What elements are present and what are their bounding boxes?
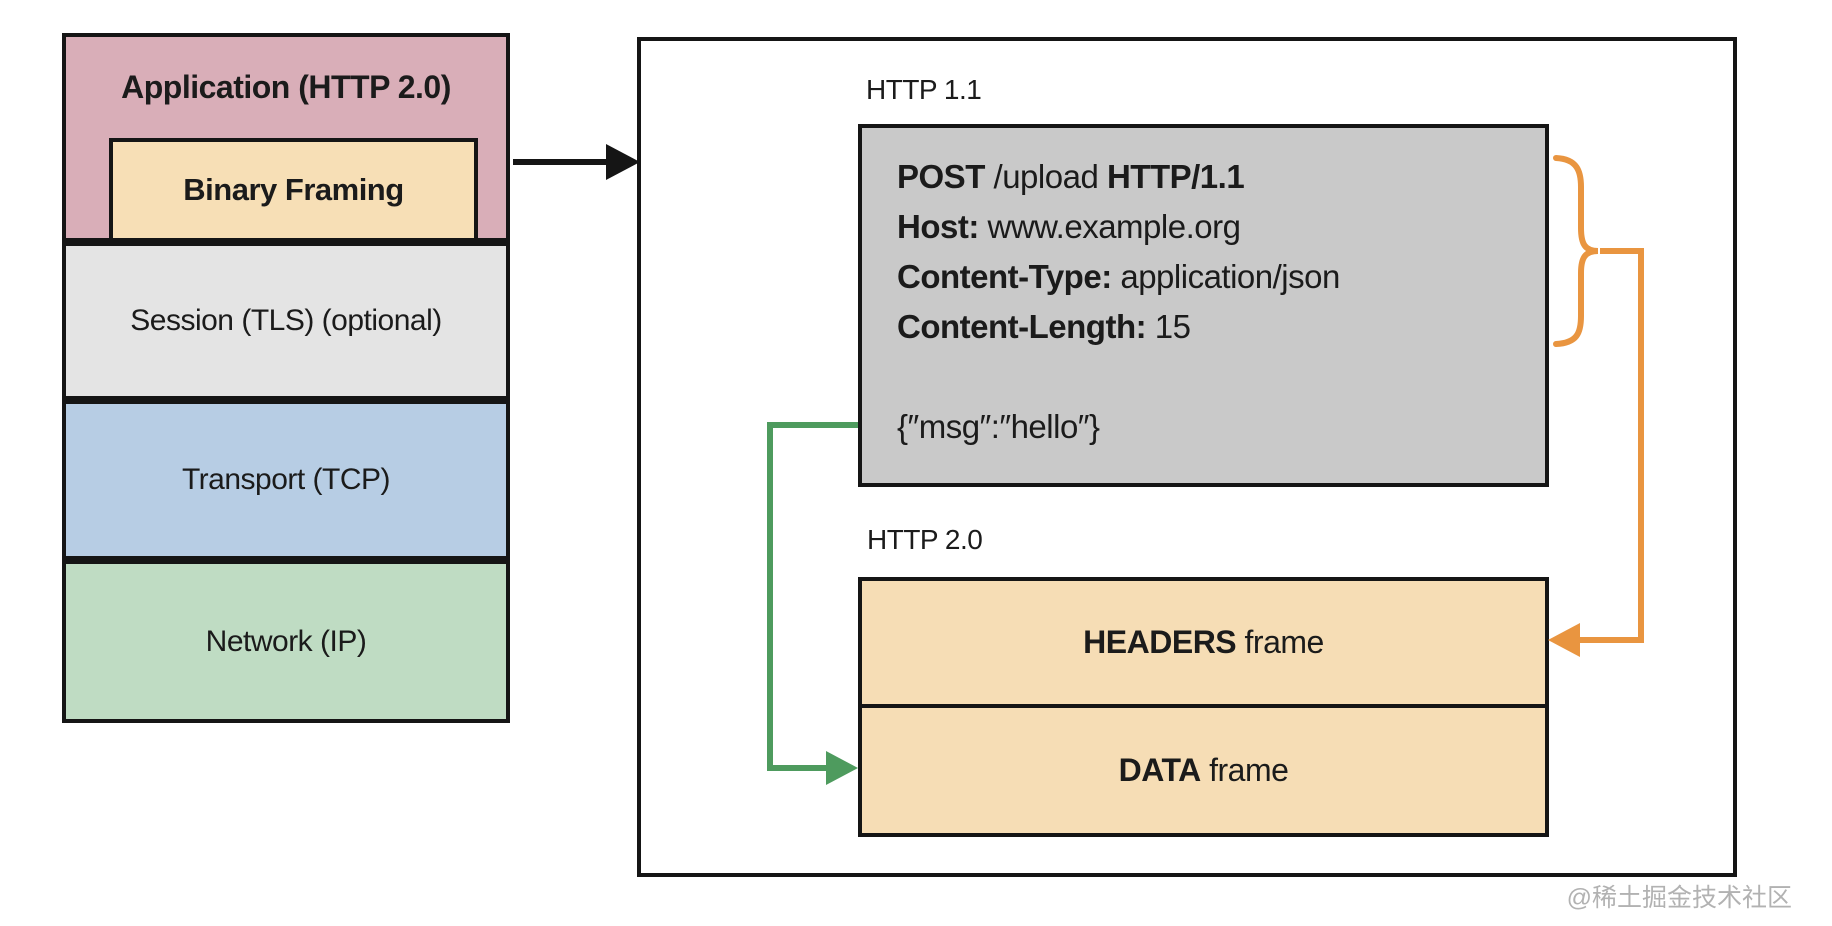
data-frame-bold: DATA <box>1118 752 1202 788</box>
flow-arrow-icon <box>513 144 640 180</box>
headers-frame-box: HEADERS frame <box>858 577 1549 708</box>
header-value: application/json <box>1111 258 1340 295</box>
header-name: Host: <box>897 208 979 245</box>
protocol-stack: Application (HTTP 2.0) Binary Framing Se… <box>62 33 510 723</box>
layer-session-label: Session (TLS) (optional) <box>130 304 442 337</box>
header-value: 15 <box>1146 308 1191 345</box>
data-frame-rest: frame <box>1200 752 1289 788</box>
request-headers: POST /upload HTTP/1.1 Host: www.example.… <box>897 152 1340 352</box>
request-line: POST /upload HTTP/1.1 <box>897 158 1245 195</box>
layer-network-label: Network (IP) <box>205 624 367 658</box>
http11-request-box: POST /upload HTTP/1.1 Host: www.example.… <box>858 124 1549 487</box>
headers-frame-bold: HEADERS <box>1083 624 1237 660</box>
layer-session: Session (TLS) (optional) <box>62 242 510 400</box>
layer-transport-label: Transport (TCP) <box>181 463 391 496</box>
request-method: POST <box>897 158 985 195</box>
layer-network: Network (IP) <box>62 560 510 723</box>
data-frame-box: DATA frame <box>858 704 1549 837</box>
header-name: Content-Length: <box>897 308 1147 345</box>
request-line: Content-Type: application/json <box>897 252 1340 302</box>
request-protocol: HTTP/1.1 <box>1106 158 1245 195</box>
header-value: www.example.org <box>978 208 1241 245</box>
request-line: Host: www.example.org <box>897 202 1340 252</box>
watermark: @稀土掘金技术社区 <box>1566 884 1792 912</box>
layer-binary-framing: Binary Framing <box>109 138 478 242</box>
http11-label: HTTP 1.1 <box>866 74 982 105</box>
layer-transport: Transport (TCP) <box>62 400 510 560</box>
detail-panel: HTTP 1.1 POST /upload HTTP/1.1 Host: www… <box>637 37 1737 877</box>
request-line: Content-Length: 15 <box>897 302 1340 352</box>
layer-binary-framing-label: Binary Framing <box>183 172 404 207</box>
layer-application-label: Application (HTTP 2.0) <box>121 69 451 105</box>
header-name: Content-Type: <box>897 258 1112 295</box>
headers-frame-rest: frame <box>1236 624 1325 660</box>
http20-label: HTTP 2.0 <box>867 524 983 555</box>
request-body: {″msg″:″hello″} <box>897 408 1100 445</box>
